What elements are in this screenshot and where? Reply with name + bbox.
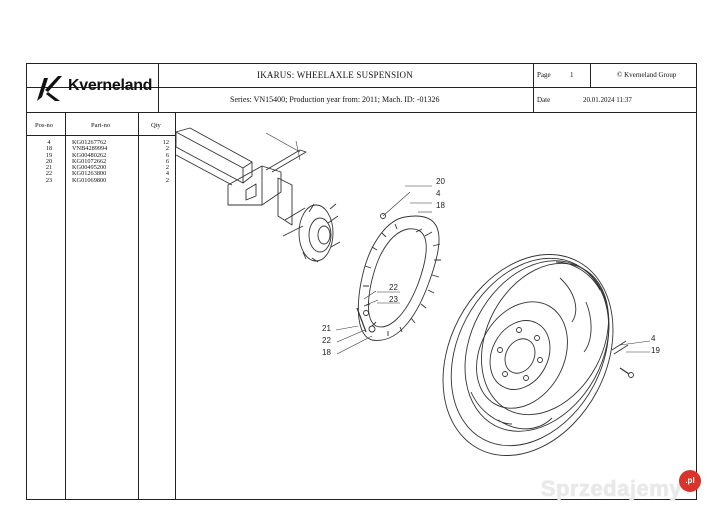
col-header-pos: Pos-no <box>35 122 54 129</box>
callout-22: 22 <box>322 336 331 345</box>
page-label: Page <box>537 71 551 79</box>
table-cell-pos: 22 <box>45 170 53 178</box>
table-cell-pos: 18 <box>45 145 53 153</box>
bolts <box>356 191 634 378</box>
table-cell-qty: 2 <box>165 164 169 172</box>
pos-column: 4 18 19 20 21 22 23 <box>37 139 61 184</box>
callout-22: 22 <box>389 283 398 292</box>
callout-4: 4 <box>651 334 656 343</box>
callout-18: 18 <box>436 201 445 210</box>
page-title: IKARUS: WHEELAXLE SUSPENSION <box>257 70 413 80</box>
callout-20: 20 <box>436 177 445 186</box>
callout-19: 19 <box>651 346 660 355</box>
callout-4: 4 <box>436 189 441 198</box>
table-cell-part: KG00495200 <box>72 164 107 172</box>
table-cell-part: VNB4289994 <box>72 145 108 153</box>
page-divider <box>590 64 591 87</box>
kverneland-logo: Kverneland <box>34 70 159 110</box>
table-cell-qty: 4 <box>165 170 169 178</box>
table-cell-part: KG01267762 <box>72 139 107 146</box>
table-cell-pos: 4 <box>47 139 51 146</box>
table-cell-part: KG01072662 <box>72 157 107 165</box>
header-row-divider <box>27 87 696 88</box>
col-header-qty: Qty <box>151 122 161 129</box>
part-column: KG01267762 VNB4289994 KG00480262 KG01072… <box>72 139 108 184</box>
logo-divider <box>158 64 159 112</box>
callout-23: 23 <box>389 295 398 304</box>
table-cell-pos: 21 <box>45 164 53 172</box>
title-divider <box>533 64 534 112</box>
col-header-part: Part-no <box>91 122 111 129</box>
brand-name: Kverneland <box>68 77 153 94</box>
table-cell-part: KG01069800 <box>72 176 107 184</box>
copyright: © Kverneland Group <box>617 71 677 79</box>
wheel-rim <box>442 254 614 456</box>
table-col-divider-2 <box>138 112 139 500</box>
callout-21: 21 <box>322 324 331 333</box>
table-cell-part: KG00480262 <box>72 151 107 159</box>
table-cell-pos: 19 <box>45 151 53 159</box>
hub <box>282 203 341 263</box>
table-cell-qty: 2 <box>165 176 169 184</box>
table-right-border <box>175 112 176 500</box>
table-cell-qty: 12 <box>162 139 169 146</box>
watermark-text: Sprzedajemy <box>540 476 682 501</box>
page-number: 1 <box>570 71 574 79</box>
watermark-badge: .pl <box>679 470 701 492</box>
table-cell-qty: 6 <box>165 157 169 165</box>
qty-column: 12 2 6 6 2 4 2 <box>153 139 169 184</box>
series-info: Series: VN15400; Production year from: 2… <box>230 95 440 104</box>
parts-sheet: Kverneland IKARUS: WHEELAXLE SUSPENSION … <box>26 63 697 500</box>
table-cell-pos: 23 <box>45 176 53 184</box>
logo-mark-icon <box>37 76 62 101</box>
table-cell-qty: 2 <box>165 145 169 153</box>
suspension-bracket <box>227 149 307 226</box>
callout-18: 18 <box>322 348 331 357</box>
table-cell-qty: 6 <box>165 151 169 159</box>
table-col-divider-1 <box>65 112 66 500</box>
axle-beam <box>175 127 253 186</box>
table-cell-pos: 20 <box>45 157 53 165</box>
header-bottom-border <box>27 112 696 113</box>
brake-disc <box>357 215 441 341</box>
table-header-divider <box>27 135 175 136</box>
table-cell-part: KG01263800 <box>72 170 107 178</box>
date-label: Date <box>537 96 551 104</box>
date-value: 20.01.2024 11:37 <box>583 96 632 104</box>
